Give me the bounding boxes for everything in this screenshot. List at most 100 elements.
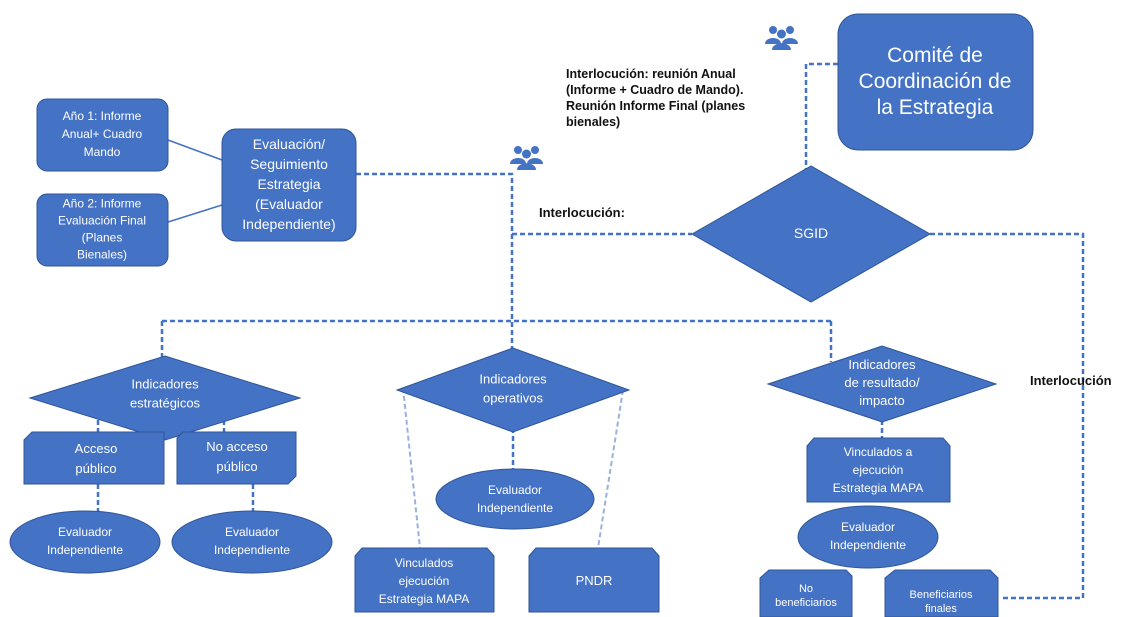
beneficiarios-finales-node [884,569,999,617]
acceso-publico-label: Acceso público [75,441,118,476]
node-label-line: Independiente [477,501,553,515]
ind-resultado-node [766,345,998,423]
node-label-line: Indicadores [131,377,199,392]
connector-op-pndr [597,389,624,549]
ind-operativos-node [395,347,631,433]
node-label-line: Comité de [887,44,983,67]
node-label-line: beneficiarios [775,597,837,609]
node-label-line: No [799,583,813,595]
node-label-line: Indicadores [848,357,916,372]
eval-ind-2-node [171,510,333,574]
node-label-line: Mando [84,145,121,159]
node-label-line: (Evaluador [255,196,323,212]
node-label-line: Evaluación/ [253,136,325,152]
node-label-line: PNDR [576,573,613,588]
node-label-line: Coordinación de [859,70,1012,93]
node-label-line: Seguimiento [250,156,328,172]
vinculados-mapa-node [354,547,495,613]
people-icon [510,146,543,170]
interlocucion-right-label: Interlocución [1030,373,1112,388]
node-label-line: Independiente [830,538,906,552]
node-label-line: Evaluador [225,525,279,539]
connector-op-vinculados [402,387,421,549]
eval-ind-res-node [797,505,939,569]
acceso-publico-node [23,431,165,485]
pndr-node [528,547,660,613]
connector-eval-to-hub [356,172,514,234]
node-label-line: ejecución [399,574,450,588]
node-label-line: Estrategia MAPA [379,592,469,606]
node-label-line: público [75,461,116,476]
node-label-line: Independiente [47,543,123,557]
node-label-line: Acceso [75,441,118,456]
node-label-line: impacto [859,393,905,408]
connector-ano2-eval [167,204,223,223]
connector-comite-to-sgid [804,62,838,190]
ind-resultado-label: Indicadores de resultado/impacto [844,357,920,408]
node-label-line: (Planes [82,231,123,245]
beneficiarios-finales-label: Beneficiarios finales [910,589,973,615]
ano1-node [36,98,169,172]
ind-estrategicos-node [28,355,302,441]
node-label-line: estratégicos [130,396,201,411]
node-label-line: Año 2: Informe [63,197,142,211]
connector-ano1-eval [167,139,223,161]
ind-estrategicos-label: Indicadores estratégicos [130,377,201,411]
connector-lines [96,62,1085,600]
connector-sgid-right [930,232,1085,600]
node-label-line: Vinculados a [844,445,913,459]
node-label-line: Evaluador [58,525,112,539]
node-label-line: Independiente) [242,216,335,232]
node-label-line: la Estrategia [877,96,994,119]
ano2-node [36,193,169,267]
sgid-node [690,165,932,303]
node-label-line: Evaluador [488,483,542,497]
vinculados-a-node [806,437,951,503]
evaluacion-node [221,128,357,242]
node-label-line: público [216,459,257,474]
interlocucion-reunion-label: Interlocución: reunión Anual (Informe + … [566,67,746,129]
comite-node [837,13,1034,151]
comite-label: Comité de Coordinación de la Estrategia [859,44,1012,119]
no-acceso-publico-label: No acceso público [206,439,267,474]
node-label-line: ejecución [853,463,904,477]
node-label-line: operativos [483,391,543,406]
node-label-line: Indicadores [479,372,547,387]
node-label-line: Bienales) [77,248,127,262]
node-label-line: Anual+ Cuadro [62,127,143,141]
node-label-line: SGID [794,225,828,241]
node-label-line: Estrategia MAPA [833,481,923,495]
node-label-line: Vinculados [395,556,454,570]
people-icon [765,26,798,50]
connector-solid-lines [167,139,223,223]
node-label-line: Beneficiarios [910,589,973,601]
node-label-line: Independiente [214,543,290,557]
node-label-line: Año 1: Informe [63,109,142,123]
no-acceso-publico-node [176,431,297,485]
pndr-label: PNDR [576,573,613,588]
no-beneficiarios-node [759,569,853,617]
eval-ind-1-node [9,510,161,574]
no-beneficiarios-label: No beneficiarios [775,583,837,609]
node-labels: Comité de Coordinación de la Estrategia SG… [47,44,1012,615]
interlocucion-label: Interlocución: [539,205,625,220]
node-label-line: de resultado/ [844,375,920,390]
eval-ind-op-node [435,468,595,530]
ind-operativos-label: Indicadores operativos [479,372,547,406]
sgid-label: SGID [794,225,828,241]
node-label-line: No acceso [206,439,267,454]
node-label-line: finales [925,603,957,615]
node-label-line: Evaluador [841,520,895,534]
node-label-line: Estrategia [257,176,320,192]
connector-lines-light [402,387,624,549]
